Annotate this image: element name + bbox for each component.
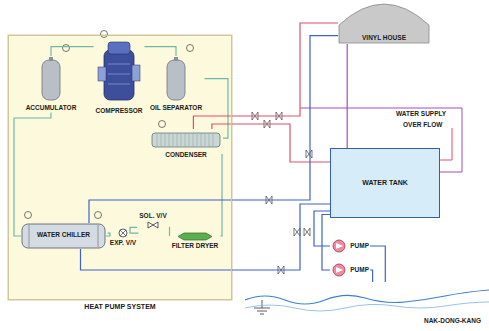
system-panel: HEAT PUMP SYSTEMACCUMULATORCOMPRESSOROIL… <box>8 35 232 300</box>
expv-component: EXP. V/V <box>108 227 139 247</box>
node-label: PUMP <box>350 242 369 249</box>
cond-symbol <box>151 130 221 150</box>
pipe-connector <box>81 204 331 270</box>
pipe-connector <box>346 44 348 148</box>
valve-symbols <box>252 112 312 274</box>
pump-symbol <box>332 239 346 253</box>
node-label: ACCUMULATOR <box>26 104 77 111</box>
node-label: COMPRESSOR <box>96 107 143 114</box>
comp-component: COMPRESSOR <box>94 39 145 115</box>
node-label: OIL SEPARATOR <box>150 104 202 111</box>
pipe-connector <box>212 124 330 162</box>
node-label: SOL. V/V <box>139 212 166 219</box>
valve-component: SOL. V/V <box>137 211 169 231</box>
pipe-connector <box>130 227 139 233</box>
node-label: WATER CHILLER <box>37 231 90 238</box>
pipe-connector <box>205 79 229 139</box>
pipe-connector <box>370 246 385 282</box>
node-label: HEAT PUMP SYSTEM <box>9 303 231 311</box>
chiller-shape: WATER CHILLER <box>21 223 106 249</box>
pipe-connector <box>193 23 338 129</box>
valve-symbol <box>147 220 159 230</box>
pipe-connector <box>89 36 338 223</box>
pipe-connector <box>168 227 170 236</box>
pipe-connector <box>145 47 177 56</box>
water-tank-box: WATER TANK <box>330 148 440 218</box>
river-symbol <box>245 282 489 331</box>
pump-symbol <box>332 263 346 277</box>
pipe-label: OVER FLOW <box>402 121 443 128</box>
filter-component: FILTER DRYER <box>170 231 221 250</box>
pipe-connector <box>221 155 224 236</box>
pipe-connector <box>370 270 373 282</box>
pipe-connector <box>322 215 330 271</box>
node-label: PUMP <box>350 266 369 273</box>
tank-symbol <box>40 57 62 103</box>
tank-component: OIL SEPARATOR <box>148 56 205 112</box>
river-shape: NAK-DONG-KANG <box>245 282 489 331</box>
node-label: FILTER DRYER <box>172 242 219 249</box>
node-label: VINYL HOUSE <box>362 34 406 41</box>
node-label: EXP. V/V <box>110 239 136 246</box>
pump-component: PUMP <box>330 238 370 254</box>
cond-component: CONDENSER <box>149 129 223 159</box>
comp-symbol <box>96 40 142 106</box>
tank-symbol <box>165 57 187 103</box>
pump-component: PUMP <box>330 262 370 278</box>
pipe-connector <box>51 47 94 56</box>
pipe-label: WATER SUPPLY <box>395 110 447 117</box>
tank-component: ACCUMULATOR <box>24 56 79 112</box>
pipe-connector <box>106 233 110 236</box>
node-label: WATER TANK <box>362 179 408 187</box>
dome-shape: VINYL HOUSE <box>338 2 430 44</box>
ground-symbol <box>254 300 270 314</box>
node-label: CONDENSER <box>165 151 207 158</box>
filter-symbol <box>178 232 212 241</box>
pipe-connector <box>14 113 51 237</box>
pipe-connector <box>314 211 330 246</box>
callout-circles <box>25 31 194 219</box>
node-label: NAK-DONG-KANG <box>424 317 481 324</box>
panel-fill <box>8 35 232 300</box>
expv-symbol <box>118 228 128 238</box>
